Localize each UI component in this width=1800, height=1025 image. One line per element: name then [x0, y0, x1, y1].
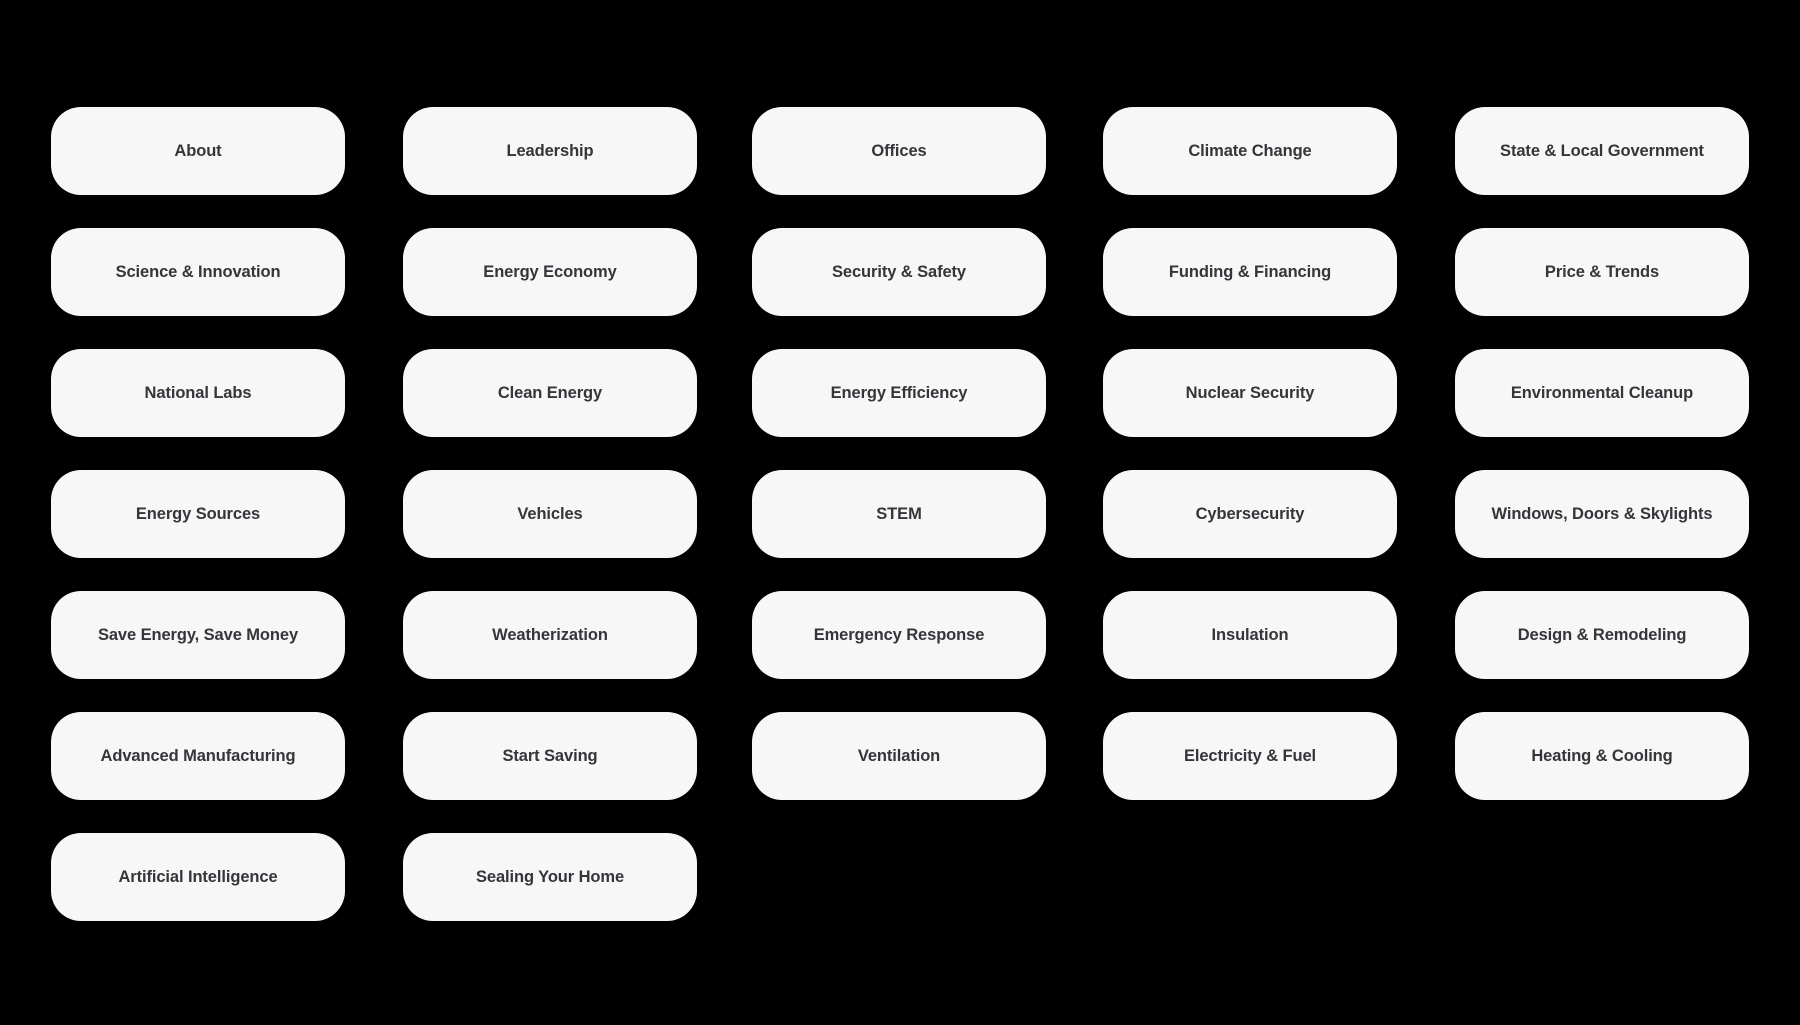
pill-label: Electricity & Fuel — [1183, 746, 1317, 765]
pill-button[interactable]: Energy Efficiency — [752, 349, 1046, 437]
pill-button[interactable]: Energy Economy — [403, 228, 697, 316]
pill-label: Energy Sources — [135, 504, 261, 523]
pill-label: Start Saving — [502, 746, 598, 765]
pill-label: Price & Trends — [1544, 262, 1660, 281]
pill-button[interactable]: Emergency Response — [752, 591, 1046, 679]
pill-label: Insulation — [1211, 625, 1289, 644]
pill-label: Artificial Intelligence — [118, 867, 278, 886]
pill-button[interactable]: State & Local Government — [1455, 107, 1749, 195]
pill-label: Vehicles — [517, 504, 583, 523]
pill-button[interactable]: Weatherization — [403, 591, 697, 679]
pill-label: Sealing Your Home — [475, 867, 625, 886]
pill-label: National Labs — [144, 383, 252, 402]
pill-button[interactable]: Energy Sources — [51, 470, 345, 558]
pill-button[interactable]: Clean Energy — [403, 349, 697, 437]
pill-label: Clean Energy — [497, 383, 603, 402]
pill-button[interactable]: Heating & Cooling — [1455, 712, 1749, 800]
pill-button[interactable]: Nuclear Security — [1103, 349, 1397, 437]
pill-button[interactable]: Science & Innovation — [51, 228, 345, 316]
pill-button[interactable]: Design & Remodeling — [1455, 591, 1749, 679]
pill-label: Climate Change — [1188, 141, 1312, 160]
pill-button[interactable]: Insulation — [1103, 591, 1397, 679]
pill-label: Emergency Response — [813, 625, 985, 644]
pill-button[interactable]: Cybersecurity — [1103, 470, 1397, 558]
pill-button[interactable]: Sealing Your Home — [403, 833, 697, 921]
pill-button[interactable]: National Labs — [51, 349, 345, 437]
pill-button[interactable]: Offices — [752, 107, 1046, 195]
pill-button[interactable]: About — [51, 107, 345, 195]
pill-label: Funding & Financing — [1168, 262, 1332, 281]
pill-button[interactable]: Windows, Doors & Skylights — [1455, 470, 1749, 558]
pill-button[interactable]: Climate Change — [1103, 107, 1397, 195]
pill-label: Advanced Manufacturing — [100, 746, 296, 765]
pill-label: Windows, Doors & Skylights — [1491, 504, 1713, 523]
pill-button[interactable]: Ventilation — [752, 712, 1046, 800]
pill-button[interactable]: Vehicles — [403, 470, 697, 558]
pill-label: Save Energy, Save Money — [97, 625, 299, 644]
pill-button[interactable]: Price & Trends — [1455, 228, 1749, 316]
pill-label: About — [174, 141, 222, 160]
pill-label: Offices — [871, 141, 927, 160]
pill-label: Security & Safety — [831, 262, 967, 281]
pill-label: Science & Innovation — [115, 262, 281, 281]
pill-button[interactable]: Security & Safety — [752, 228, 1046, 316]
pill-button[interactable]: Leadership — [403, 107, 697, 195]
pill-button[interactable]: Start Saving — [403, 712, 697, 800]
pill-button[interactable]: Advanced Manufacturing — [51, 712, 345, 800]
pill-button[interactable]: Funding & Financing — [1103, 228, 1397, 316]
pill-label: Energy Efficiency — [830, 383, 968, 402]
pill-label: State & Local Government — [1500, 141, 1704, 160]
pill-button[interactable]: STEM — [752, 470, 1046, 558]
pill-label: STEM — [876, 504, 922, 523]
pill-label: Cybersecurity — [1195, 504, 1305, 523]
pill-label: Heating & Cooling — [1531, 746, 1673, 765]
pill-label: Weatherization — [492, 625, 608, 644]
pill-button[interactable]: Environmental Cleanup — [1455, 349, 1749, 437]
pill-button[interactable]: Artificial Intelligence — [51, 833, 345, 921]
pill-label: Nuclear Security — [1185, 383, 1315, 402]
pill-button[interactable]: Electricity & Fuel — [1103, 712, 1397, 800]
pill-label: Energy Economy — [483, 262, 617, 281]
pill-label: Environmental Cleanup — [1510, 383, 1694, 402]
pill-label: Leadership — [506, 141, 594, 160]
pill-label: Design & Remodeling — [1517, 625, 1687, 644]
pill-label: Ventilation — [857, 746, 941, 765]
pill-button[interactable]: Save Energy, Save Money — [51, 591, 345, 679]
